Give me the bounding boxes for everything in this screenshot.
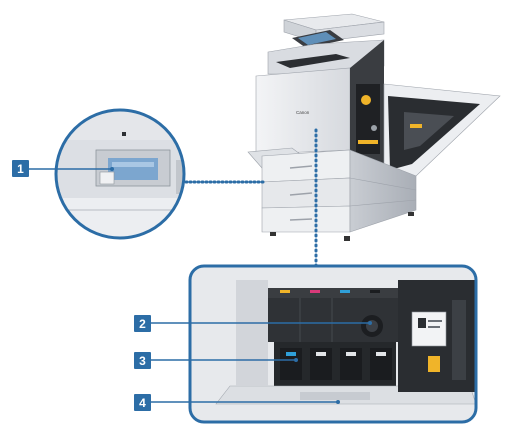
callout-badge-1: 1	[12, 160, 29, 177]
printer-main-body: Canon	[247, 13, 501, 241]
callout-badge-2: 2	[134, 315, 151, 332]
interior-detail-panel	[188, 264, 478, 424]
brand-label: Canon	[296, 110, 310, 115]
callout-badge-3: 3	[134, 352, 151, 369]
callout-badge-4: 4	[134, 394, 151, 411]
leader-lines	[29, 167, 372, 404]
toner-closeup-circle	[54, 108, 186, 240]
